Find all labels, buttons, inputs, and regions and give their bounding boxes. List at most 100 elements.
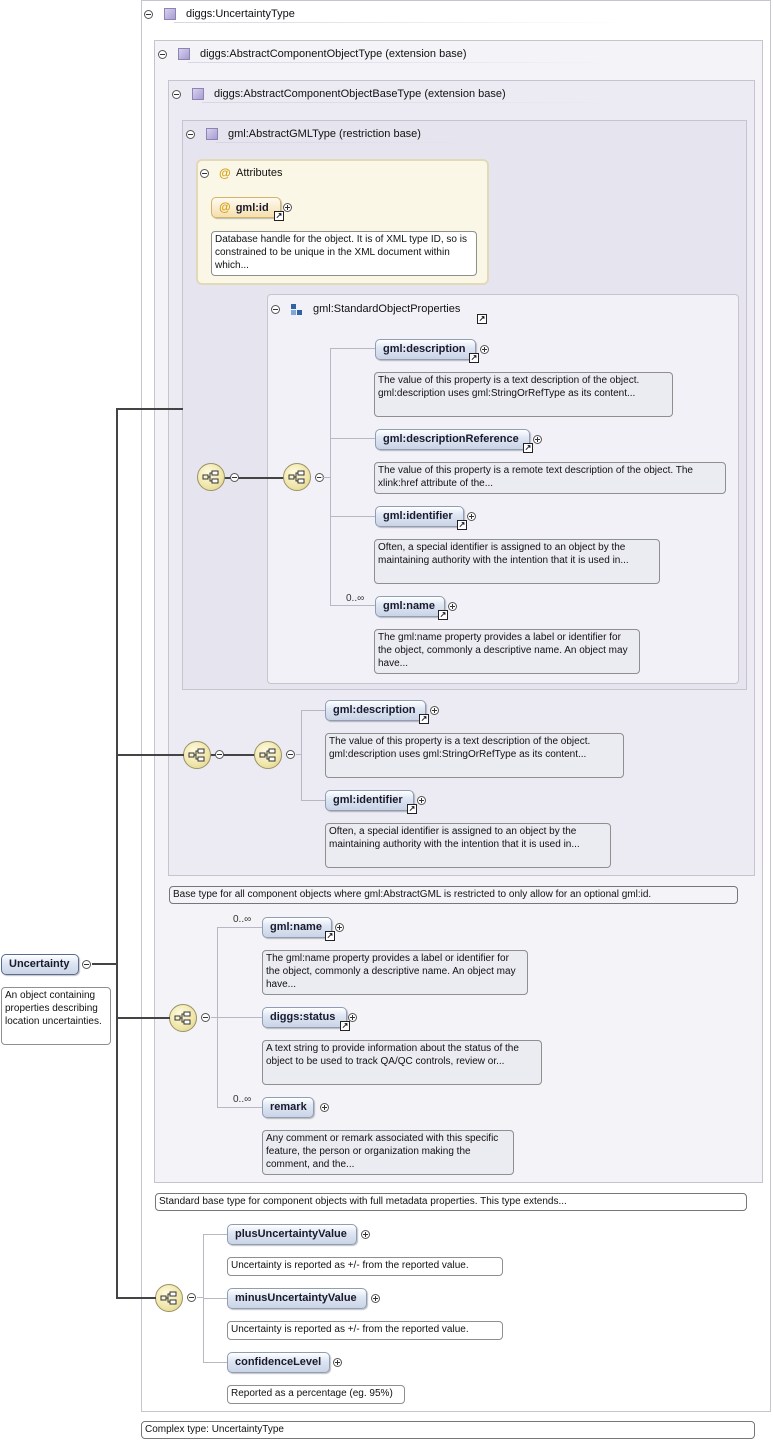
expand-icon[interactable] [533,435,542,444]
collapse-icon[interactable] [201,1013,210,1022]
reference-icon [419,714,429,724]
uncertainty-item-minus-uncertainty-value[interactable]: minusUncertaintyValue [227,1288,367,1309]
uncertainty-item-plus-uncertainty-value-doc: Uncertainty is reported as +/- from the … [227,1257,503,1276]
complex-type-icon [164,8,176,20]
complex-type-icon [192,88,204,100]
cardinality-label: 0..∞ [233,1094,252,1105]
component-item-diggs-status-doc: A text string to provide information abo… [262,1040,542,1085]
standard-object-properties-header: gml:StandardObjectProperties [271,301,571,324]
std-item-gml-description-reference[interactable]: gml:descriptionReference [375,429,533,453]
expand-icon[interactable] [320,1103,329,1112]
abstract-component-type-title: diggs:AbstractComponentObjectType (exten… [200,48,467,60]
std-item-gml-identifier-doc: Often, a special identifier is assigned … [374,539,660,584]
sequence-icon [254,741,282,769]
abstract-gml-type-header: gml:AbstractGMLType (restriction base) [186,126,586,143]
collapse-icon[interactable] [286,750,295,759]
group-icon [291,304,303,316]
collapse-icon[interactable] [200,169,209,178]
element-label: gml:descriptionReference [383,433,519,445]
collapse-icon[interactable] [230,473,239,482]
complex-type-icon [206,128,218,140]
expand-icon[interactable] [467,512,476,521]
element-label: confidenceLevel [235,1356,322,1368]
collapse-icon[interactable] [187,1293,196,1302]
expand-icon[interactable] [361,1230,370,1239]
reference-icon [340,1021,350,1031]
standard-object-properties-title: gml:StandardObjectProperties [313,303,461,315]
reference-icon [438,610,448,620]
cardinality-label: 0..∞ [346,593,365,604]
expand-icon[interactable] [335,923,344,932]
abstract-component-base-type-header: diggs:AbstractComponentObjectBaseType (e… [172,86,672,103]
expand-icon[interactable] [283,203,292,212]
base-type-footer: Base type for all component objects wher… [169,886,738,904]
attributes-header: @ Attributes [200,165,400,181]
reference-icon [457,520,467,530]
sequence-icon [169,1004,197,1032]
reference-icon [477,314,487,324]
component-item-remark-doc: Any comment or remark associated with th… [262,1130,514,1175]
sequence-icon [183,741,211,769]
collapse-icon[interactable] [144,10,153,19]
sequence-icon [283,463,311,491]
element-label: gml:name [383,600,435,612]
complex-type-footer: Complex type: UncertaintyType [141,1421,755,1439]
abstract-gml-type-title: gml:AbstractGMLType (restriction base) [228,128,421,140]
component-item-remark[interactable]: remark [262,1097,314,1118]
collapse-icon[interactable] [271,305,280,314]
std-item-gml-identifier[interactable]: gml:identifier [375,506,467,530]
expand-icon[interactable] [348,1013,357,1022]
collapse-icon[interactable] [158,50,167,59]
element-label: gml:identifier [383,510,453,522]
attribute-gml-id-doc: Database handle for the object. It is of… [211,231,477,276]
uncertainty-item-plus-uncertainty-value[interactable]: plusUncertaintyValue [227,1224,357,1245]
collapse-icon[interactable] [172,90,181,99]
uncertainty-item-confidence-level[interactable]: confidenceLevel [227,1352,330,1373]
element-label: plusUncertaintyValue [235,1228,347,1240]
uncertainty-item-minus-uncertainty-value-doc: Uncertainty is reported as +/- from the … [227,1321,503,1340]
element-label: minusUncertaintyValue [235,1292,357,1304]
component-item-diggs-status[interactable]: diggs:status [262,1007,350,1031]
expand-icon[interactable] [448,602,457,611]
base-item-gml-identifier-doc: Often, a special identifier is assigned … [325,823,611,868]
collapse-icon[interactable] [186,130,195,139]
attribute-icon: @ [219,166,231,180]
component-item-gml-name-doc: The gml:name property provides a label o… [262,950,528,995]
root-element-uncertainty[interactable]: Uncertainty [1,954,79,975]
expand-icon[interactable] [371,1294,380,1303]
expand-icon[interactable] [430,706,439,715]
std-item-gml-name[interactable]: gml:name [375,596,448,620]
std-item-gml-description-doc: The value of this property is a text des… [374,372,673,417]
reference-icon [325,931,335,941]
base-item-gml-identifier[interactable]: gml:identifier [325,790,417,814]
element-label: gml:description [383,343,466,355]
base-item-gml-description-doc: The value of this property is a text des… [325,733,624,778]
expand-icon[interactable] [480,345,489,354]
root-element-doc: An object containing properties describi… [1,987,111,1045]
reference-icon [274,211,284,221]
cardinality-label: 0..∞ [233,914,252,925]
abstract-component-type-header: diggs:AbstractComponentObjectType (exten… [158,46,658,63]
base-item-gml-description[interactable]: gml:description [325,700,429,724]
uncertainty-item-confidence-level-doc: Reported as a percentage (eg. 95%) [227,1385,405,1404]
sequence-icon [197,463,225,491]
std-item-gml-description-reference-doc: The value of this property is a remote t… [374,462,726,494]
component-type-footer: Standard base type for component objects… [155,1193,747,1211]
expand-icon[interactable] [417,796,426,805]
attribute-gml-id[interactable]: @gml:id [211,197,284,221]
attributes-title: Attributes [236,167,283,179]
collapse-icon[interactable] [82,960,91,969]
abstract-component-base-type-title: diggs:AbstractComponentObjectBaseType (e… [214,88,506,100]
reference-icon [469,353,479,363]
uncertainty-type-header: diggs:UncertaintyType [144,6,634,23]
component-item-gml-name[interactable]: gml:name [262,917,335,941]
element-label: remark [270,1101,307,1113]
element-label: Uncertainty [9,958,70,970]
sequence-icon [155,1284,183,1312]
complex-type-icon [178,48,190,60]
std-item-gml-name-doc: The gml:name property provides a label o… [374,629,640,674]
expand-icon[interactable] [333,1358,342,1367]
std-item-gml-description[interactable]: gml:description [375,339,479,363]
collapse-icon[interactable] [215,750,224,759]
reference-icon [407,804,417,814]
